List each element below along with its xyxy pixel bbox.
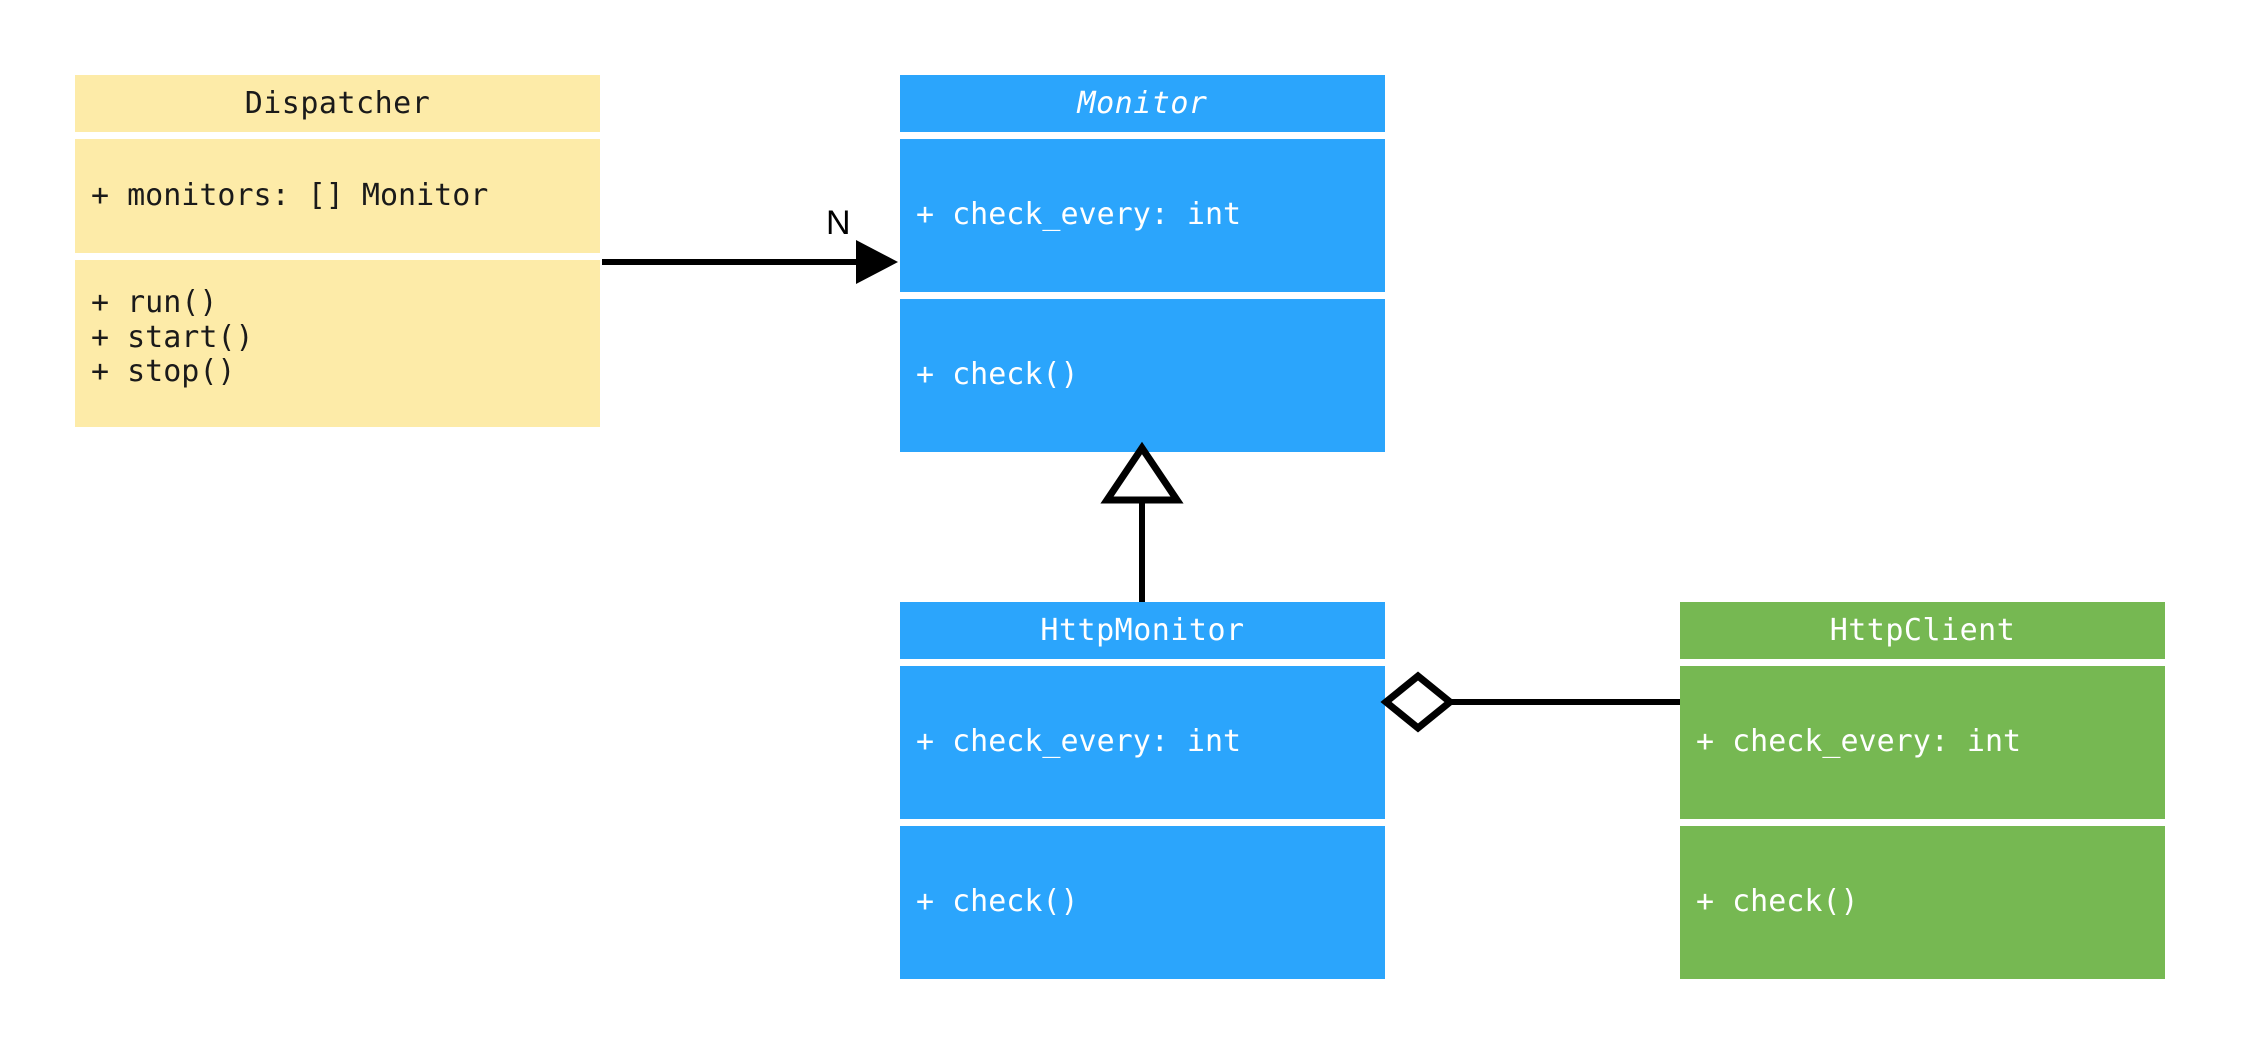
class-attributes-http-client: + check_every: int bbox=[1696, 724, 2022, 760]
edge-http-monitor-to-http-client bbox=[1380, 671, 1680, 733]
class-attributes-compartment-http-monitor: + check_every: int bbox=[900, 666, 1385, 819]
class-attributes-compartment-monitor: + check_every: int bbox=[900, 139, 1385, 292]
filled-triangle-arrowhead-icon bbox=[856, 240, 898, 284]
edge-dispatcher-to-monitor bbox=[602, 240, 898, 284]
class-attributes-compartment-http-client: + check_every: int bbox=[1680, 666, 2165, 819]
class-name-http-monitor: HttpMonitor bbox=[1040, 612, 1245, 648]
class-methods-monitor: + check() bbox=[916, 357, 1079, 393]
class-methods-compartment-http-client: + check() bbox=[1680, 826, 2165, 979]
class-title-compartment-http-client: HttpClient bbox=[1680, 602, 2165, 659]
class-attributes-dispatcher: + monitors: [] Monitor bbox=[91, 177, 489, 213]
class-name-monitor: Monitor bbox=[1077, 85, 1208, 121]
class-methods-http-monitor: + check() bbox=[916, 884, 1079, 920]
hollow-triangle-inheritance-icon bbox=[1100, 441, 1184, 504]
class-box-dispatcher[interactable]: Dispatcher + monitors: [] Monitor + run(… bbox=[75, 75, 600, 427]
class-attributes-monitor: + check_every: int bbox=[916, 197, 1242, 233]
edge-http-monitor-to-monitor bbox=[1100, 441, 1184, 602]
class-methods-http-client: + check() bbox=[1696, 884, 1859, 920]
class-methods-dispatcher: + run() + start() + stop() bbox=[91, 285, 254, 389]
class-title-compartment-monitor: Monitor bbox=[900, 75, 1385, 132]
class-methods-compartment-dispatcher: + run() + start() + stop() bbox=[75, 260, 600, 427]
class-name-http-client: HttpClient bbox=[1829, 612, 2016, 648]
class-attributes-http-monitor: + check_every: int bbox=[916, 724, 1242, 760]
class-title-compartment-dispatcher: Dispatcher bbox=[75, 75, 600, 132]
class-name-dispatcher: Dispatcher bbox=[244, 85, 431, 121]
edge-label-multiplicity-n: N bbox=[826, 204, 851, 242]
class-box-http-monitor[interactable]: HttpMonitor + check_every: int + check() bbox=[900, 602, 1385, 979]
class-title-compartment-http-monitor: HttpMonitor bbox=[900, 602, 1385, 659]
class-box-http-client[interactable]: HttpClient + check_every: int + check() bbox=[1680, 602, 2165, 979]
class-box-monitor[interactable]: Monitor + check_every: int + check() bbox=[900, 75, 1385, 452]
class-methods-compartment-http-monitor: + check() bbox=[900, 826, 1385, 979]
class-attributes-compartment-dispatcher: + monitors: [] Monitor bbox=[75, 139, 600, 253]
class-methods-compartment-monitor: + check() bbox=[900, 299, 1385, 452]
hollow-diamond-aggregation-icon bbox=[1380, 671, 1456, 733]
